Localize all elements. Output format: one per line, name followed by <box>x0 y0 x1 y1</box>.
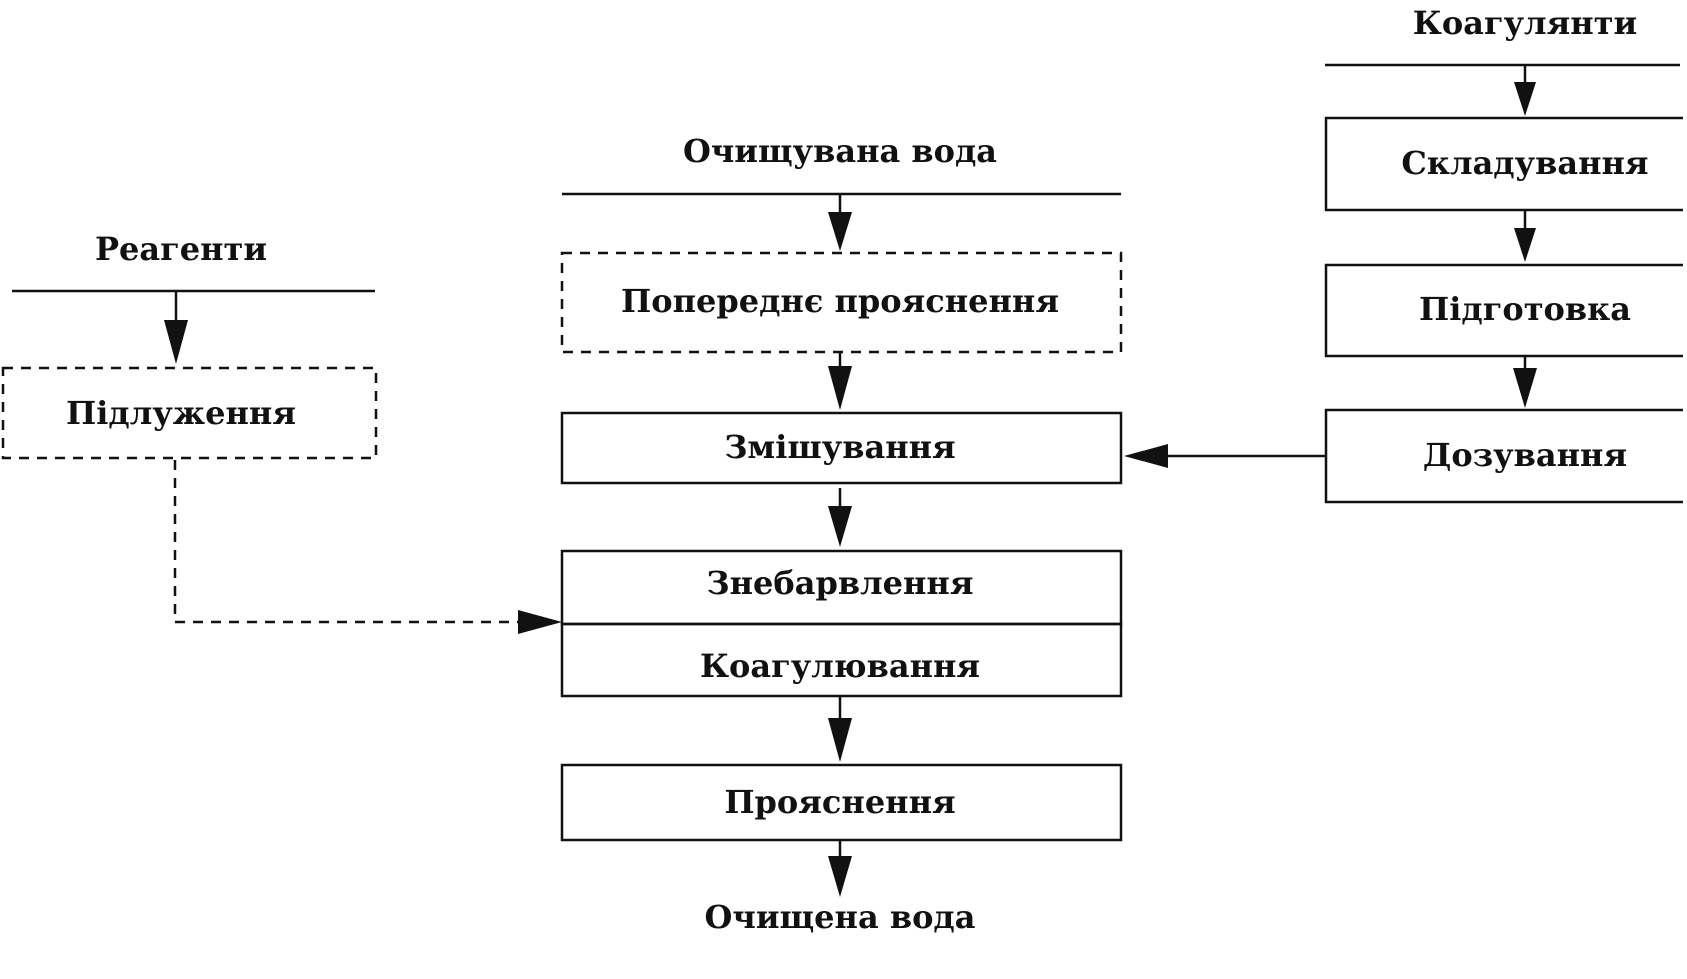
input-label-reagents: Реагенти <box>95 230 267 268</box>
connector-preparation-to-dosing <box>1513 356 1537 408</box>
block-pre-clarification-label: Попереднє прояснення <box>621 282 1059 320</box>
connector-preclarification-to-mixing <box>828 352 852 410</box>
connector-water-to-preclarification <box>828 194 852 251</box>
block-clarification <box>560 763 1123 842</box>
connector-dosing-to-mixing <box>1124 444 1326 468</box>
block-decolorization-label: Знебарвлення <box>707 564 974 602</box>
connector-reagents-to-alkalization <box>164 291 188 364</box>
connector-clarification-to-output <box>828 840 852 897</box>
block-storage <box>1324 116 1683 212</box>
block-alkalization-label: Підлуження <box>66 394 296 432</box>
output-label-water: Очищена вода <box>705 898 976 936</box>
connector-alkalization-to-decolorization <box>173 460 562 634</box>
block-alkalization <box>1 366 378 460</box>
block-preparation-label: Підготовка <box>1419 290 1631 328</box>
block-dosing-label: Дозування <box>1423 436 1627 474</box>
connector-coagulants-to-storage <box>1514 65 1536 116</box>
block-coagulation <box>560 622 1123 698</box>
connector-mixing-to-decolorization <box>828 488 852 547</box>
block-mixing <box>560 411 1123 485</box>
block-storage-label: Складування <box>1401 144 1648 182</box>
connector-storage-to-preparation <box>1514 210 1536 262</box>
connector-coagulation-to-clarification <box>828 696 852 762</box>
input-label-coagulants: Коагулянти <box>1413 4 1637 42</box>
block-coagulation-label: Коагулювання <box>700 647 980 685</box>
input-label-water: Очищувана вода <box>683 132 997 170</box>
block-mixing-label: Змішування <box>724 428 955 466</box>
block-clarification-label: Прояснення <box>724 783 955 821</box>
block-preparation <box>1324 263 1683 358</box>
block-pre-clarification <box>560 251 1123 354</box>
